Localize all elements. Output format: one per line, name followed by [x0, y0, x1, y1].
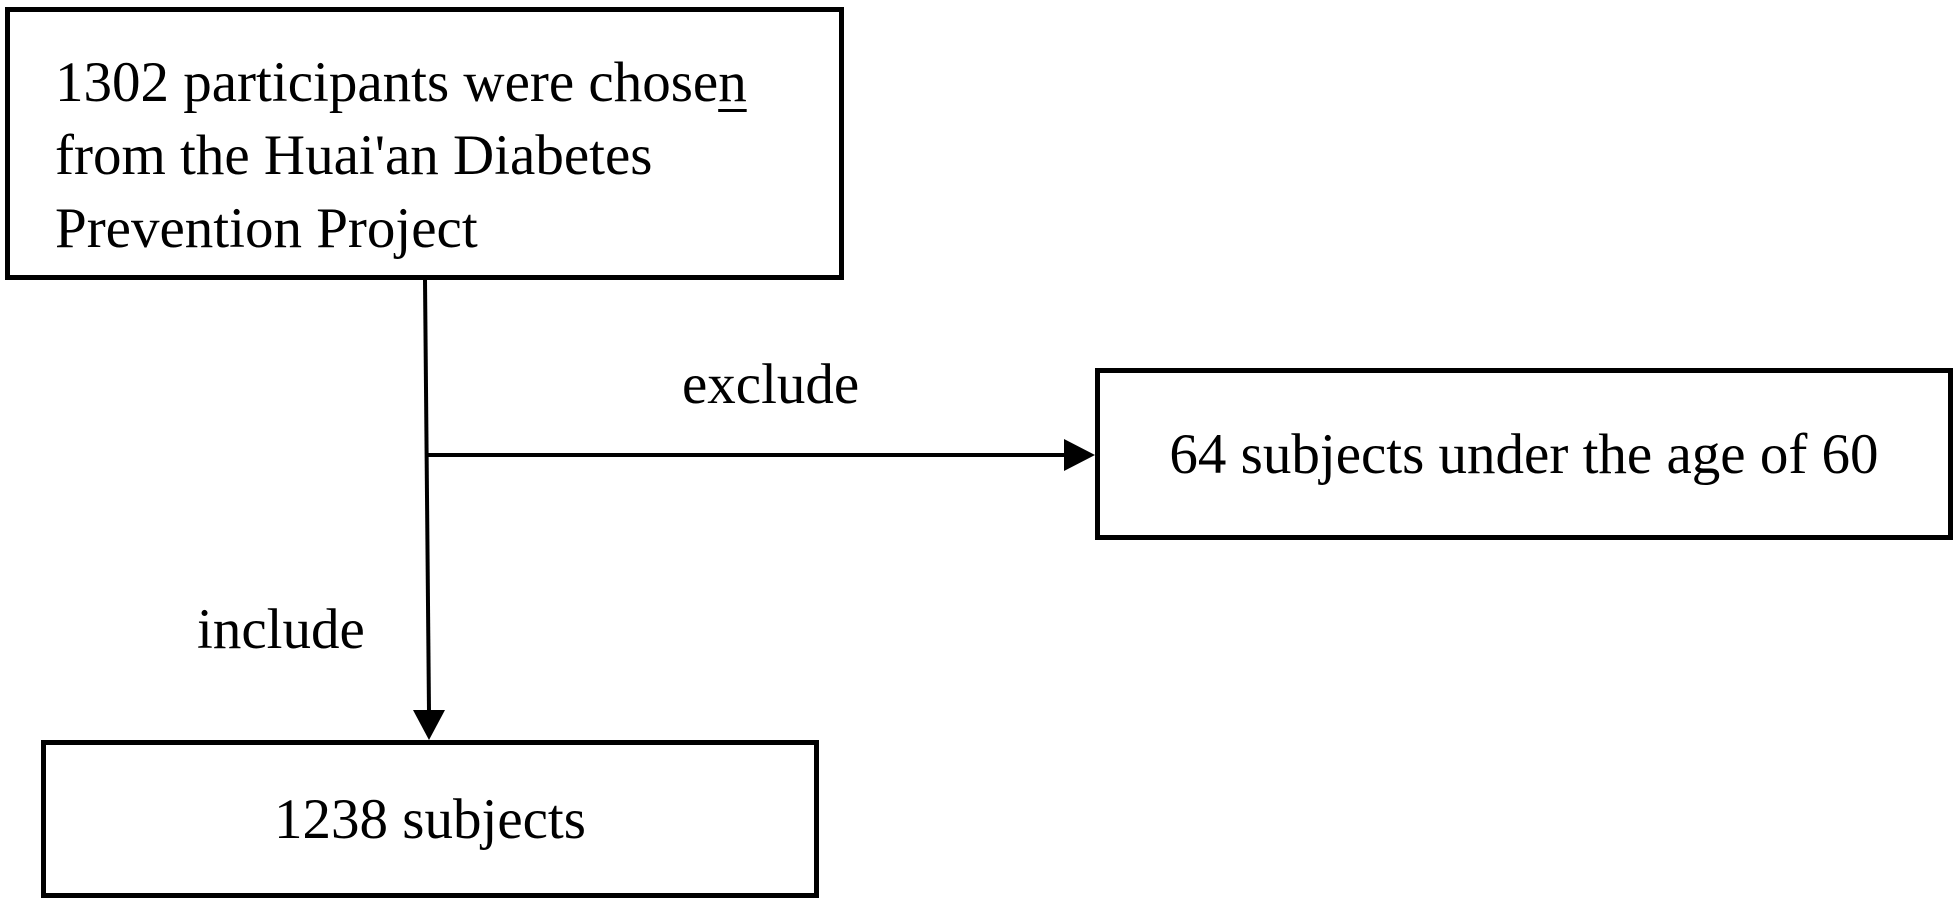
source-population-box: 1302 participants were chosen from the H…	[5, 7, 844, 280]
exclude-arrowhead	[1064, 439, 1095, 471]
source-line-1-main: 1302 participants were chose	[55, 51, 719, 114]
included-subjects-box: 1238 subjects	[41, 740, 819, 898]
include-label: include	[197, 598, 365, 661]
source-line-1: 1302 participants were chosen	[55, 46, 747, 119]
included-subjects-text: 1238 subjects	[274, 787, 586, 851]
main-vertical-connector	[423, 279, 431, 713]
source-line-3: Prevention Project	[55, 197, 478, 260]
exclude-label: exclude	[682, 353, 860, 416]
excluded-subjects-text: 64 subjects under the age of 60	[1169, 422, 1879, 486]
source-line-1-underlined: n	[718, 51, 747, 114]
source-population-text: 1302 participants were chosen from the H…	[55, 46, 747, 265]
include-arrowhead	[413, 710, 445, 740]
excluded-subjects-box: 64 subjects under the age of 60	[1095, 368, 1953, 540]
source-line-2: from the Huai'an Diabetes	[55, 124, 653, 187]
